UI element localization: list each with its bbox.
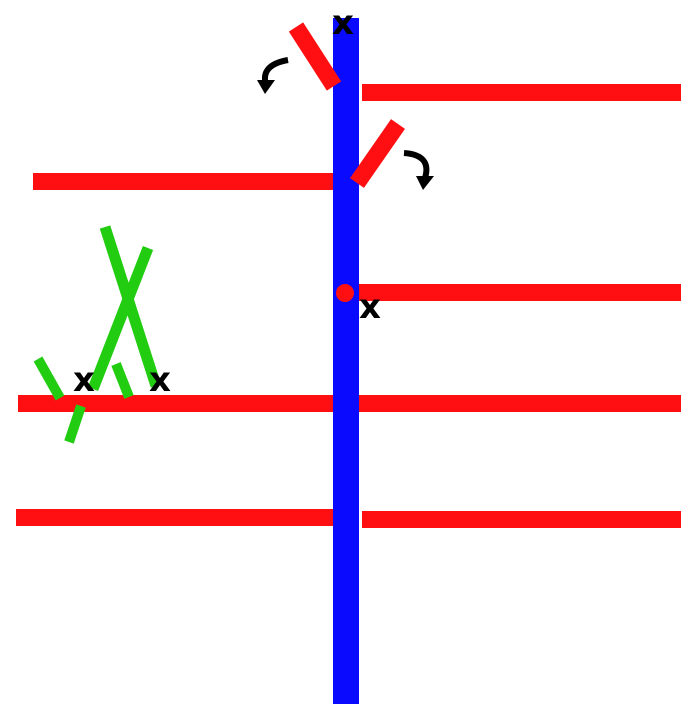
horizontal-rod-right-lower	[359, 395, 681, 412]
green-rod-small-left	[33, 356, 65, 401]
horizontal-rod-left-mid	[18, 395, 333, 412]
horizontal-rod-right-top	[362, 84, 681, 101]
x-mark-mid: x	[359, 287, 381, 327]
vertical-axis	[333, 18, 359, 704]
green-rod-cross-b	[87, 246, 154, 391]
tilted-rod-top	[288, 22, 342, 91]
horizontal-rod-left-upper	[33, 173, 333, 190]
rotate-arrow-icon	[257, 57, 289, 94]
horizontal-rod-right-bottom	[362, 511, 681, 528]
pivot-dot	[336, 284, 354, 302]
x-mark-green-right: x	[149, 360, 171, 400]
horizontal-rod-right-mid	[359, 284, 681, 301]
horizontal-rod-left-bottom	[16, 509, 333, 526]
x-mark-green-left: x	[73, 360, 95, 400]
tilted-rod-right	[350, 119, 405, 188]
x-mark-top: x	[332, 3, 354, 43]
green-rod-small-mid	[111, 362, 134, 399]
green-rod-small-bottom	[64, 404, 86, 444]
rotate-arrow-icon	[403, 150, 434, 190]
